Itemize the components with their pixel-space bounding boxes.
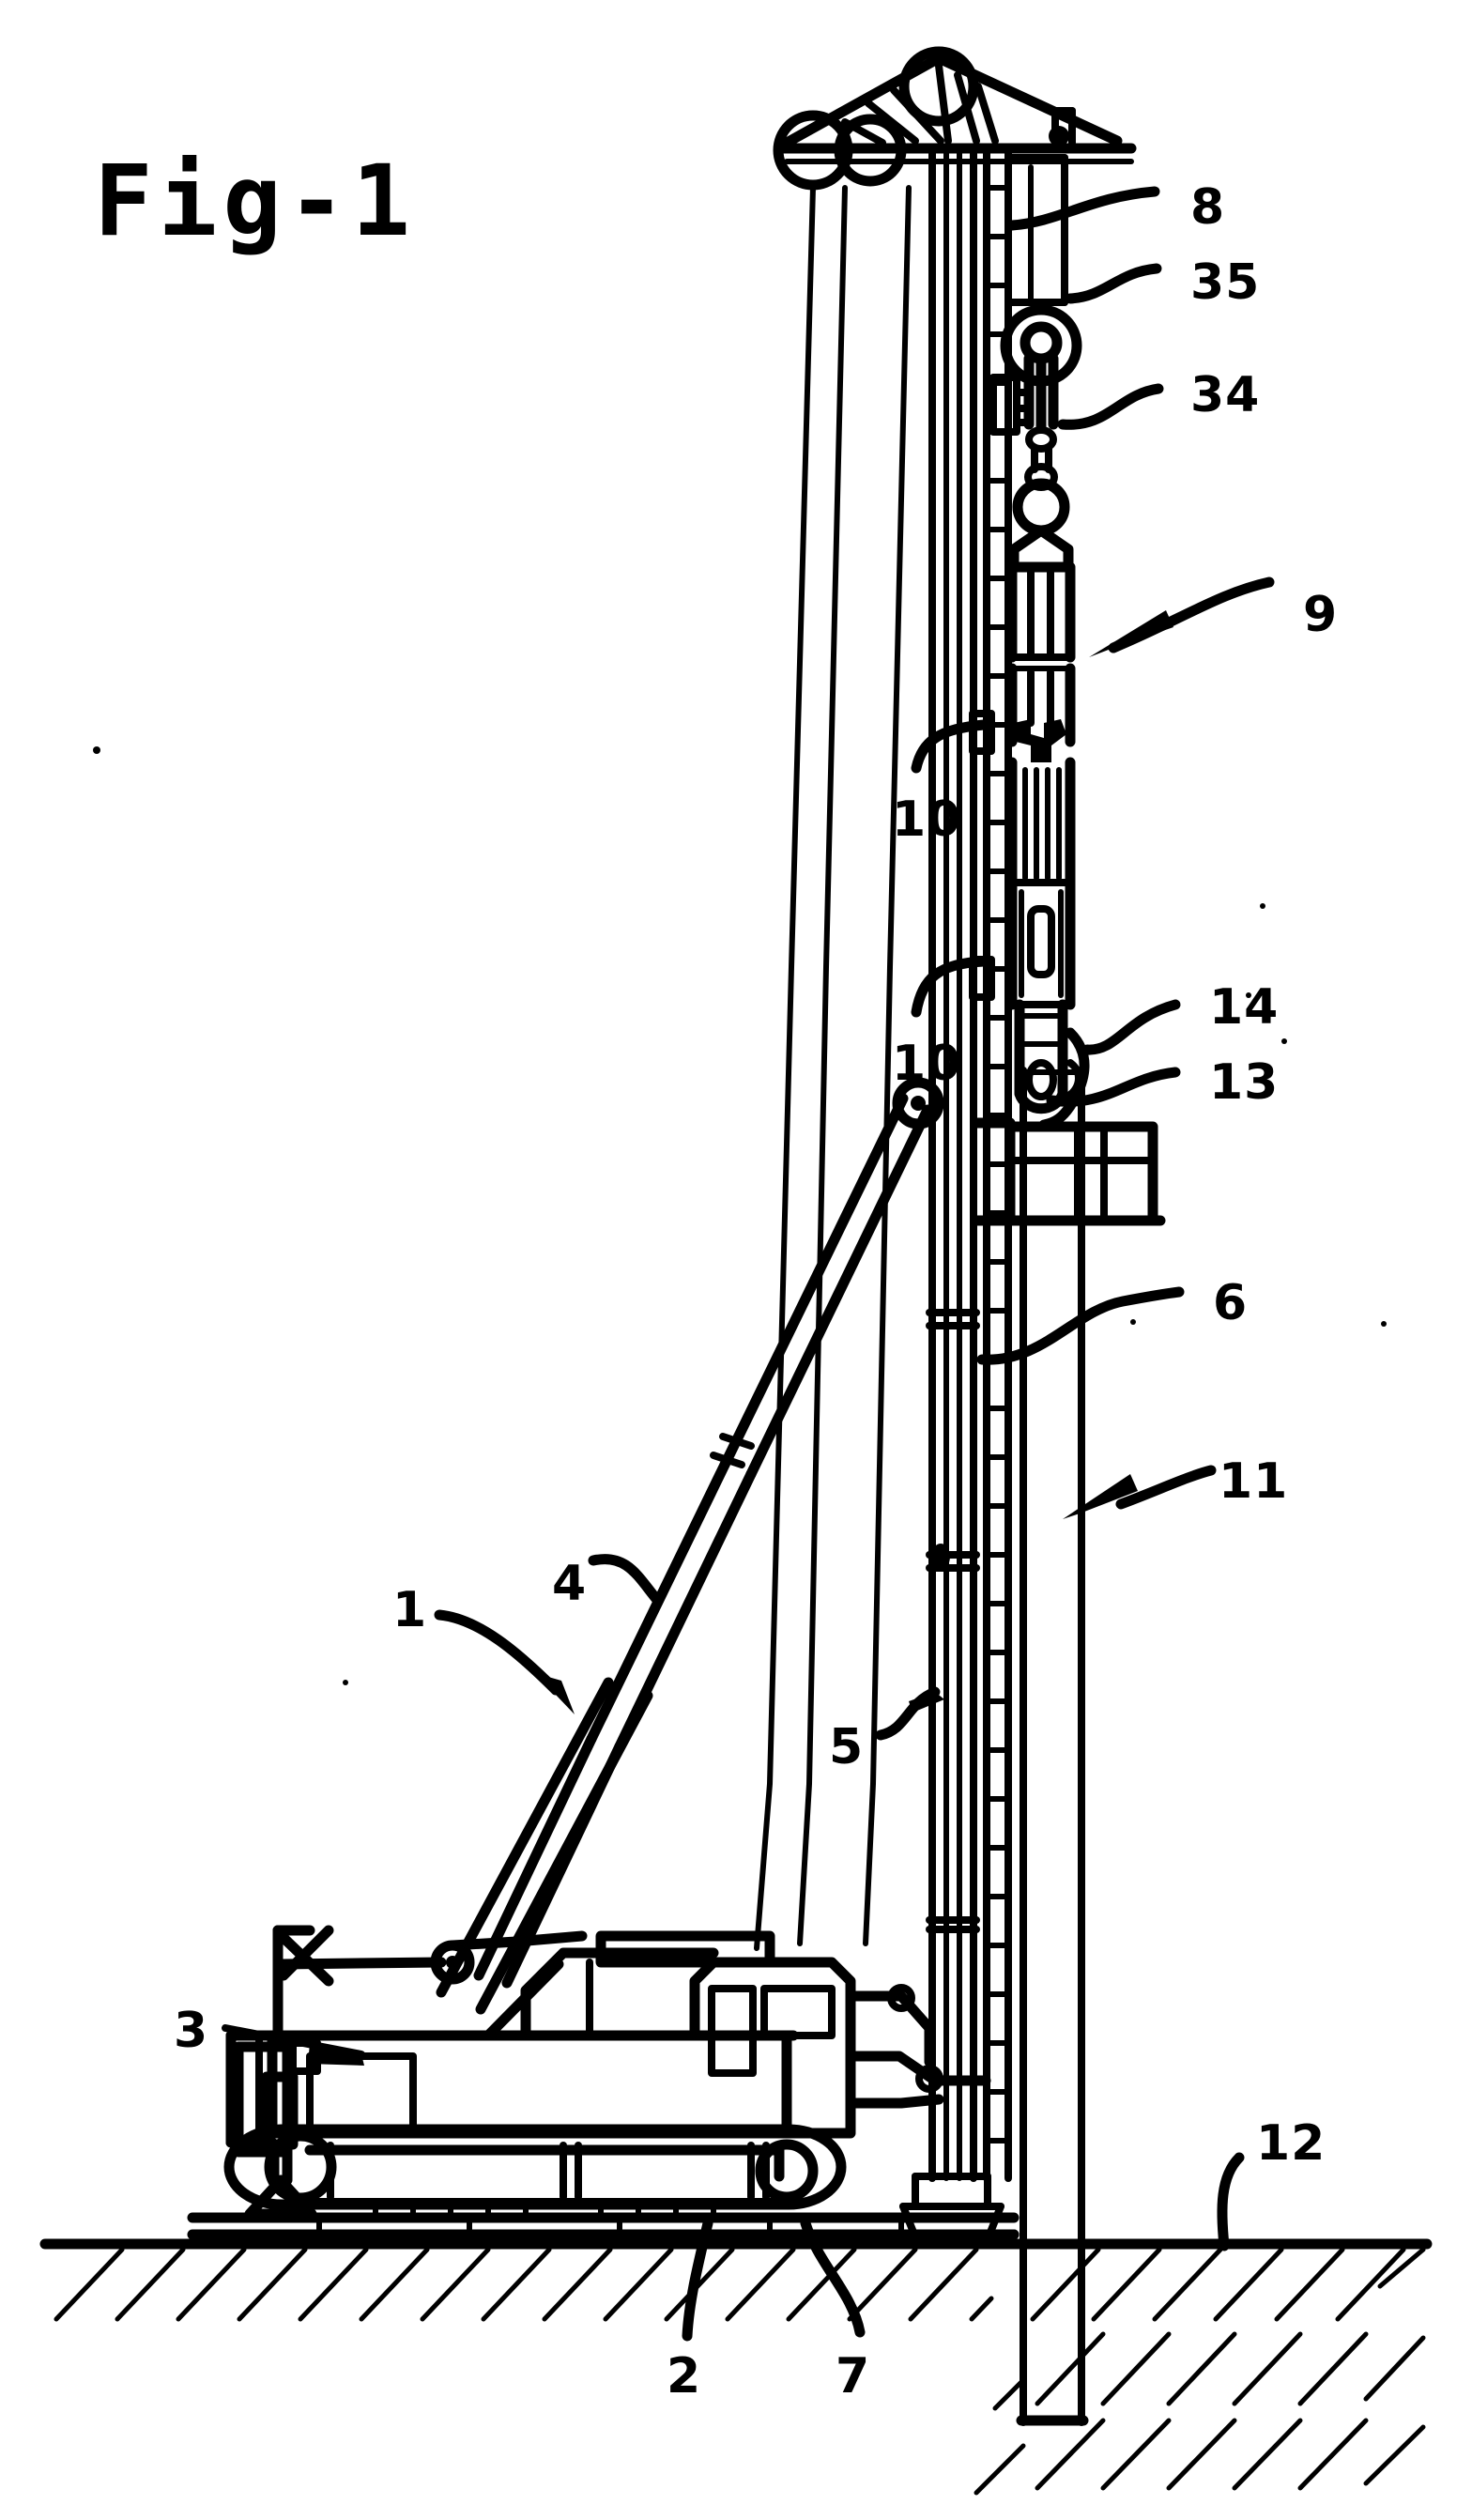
reference-label-6: 6 [1213,1275,1248,1331]
crawler-track [223,2124,847,2220]
leader-34 [1057,383,1164,430]
sheave-2 [834,114,907,187]
track-mat-base [187,2212,1020,2240]
leader-6 [976,1286,1185,1365]
rod-bead-1 [1025,426,1057,453]
lattice-mast [886,146,1020,2240]
leader-13 [1046,1067,1181,1107]
machine-side-panel [306,2052,417,2133]
outrigger-ram [261,2071,299,2150]
tool-claw [1014,719,1066,762]
outrigger-box [233,2041,293,2158]
leader-12 [1217,2152,1245,2251]
leader-11 [1115,1465,1217,1510]
reference-label-2: 2 [667,2348,701,2405]
reference-label-8: 8 [1190,179,1225,236]
leader-14 [1081,999,1181,1055]
reference-leaders: 8 35 34 9 10 10 14 13 6 11 5 [174,179,1338,2405]
mast-section-joints [926,1309,980,1933]
upper-guide-bracket [1004,154,1068,306]
strut-pivot-upper [892,1077,944,1129]
rear-pin-b [915,2065,943,2093]
base-machine [225,1925,991,2148]
arrowhead-5 [909,1692,944,1713]
hoist-cables [754,185,912,1951]
reference-label-13: 13 [1209,1054,1279,1111]
reference-label-34: 34 [1190,367,1260,423]
reference-label-10-lower: 10 [892,1036,961,1092]
sheave-3 [898,46,979,127]
bit-eye [1025,1059,1057,1100]
guide-block-upper [969,710,995,755]
reference-label-5: 5 [829,1719,864,1775]
leader-10-upper [911,719,989,774]
leader-1 [434,1609,561,1696]
reference-label-1: 1 [392,1582,427,1638]
reference-label-12: 12 [1256,2115,1326,2172]
figure-title: Fig-1 [94,144,416,258]
track-idler-rear [755,2139,819,2203]
reference-label-7: 7 [836,2348,870,2405]
strut-pivot-pin [911,1096,926,1111]
leader-7 [800,2218,866,2338]
leader-4 [588,1554,663,1606]
crown-pin [1049,126,1069,146]
crown-block [773,46,1137,191]
reference-label-4: 4 [552,1556,587,1612]
leader-8 [1006,186,1160,231]
drill-tool-body [1006,525,1076,1114]
arrowhead-1 [535,1673,575,1714]
outrigger-cylinder [233,2039,321,2220]
leader-35 [1065,263,1162,304]
arrowhead-3 [308,2043,364,2066]
tool-window [1027,905,1055,978]
reference-label-35: 35 [1190,254,1260,311]
reference-label-11: 11 [1219,1453,1288,1510]
ground-hatching [54,2247,1426,2496]
reference-label-10-upper: 10 [892,791,961,848]
cab-front-window [760,1985,836,2039]
arrowhead-11 [1063,1474,1138,1519]
leader-10-lower [911,956,989,1018]
leader-2 [682,2218,713,2342]
boom-foot-pin [446,1956,459,1969]
mast-rail-node [931,1544,950,1570]
reference-label-9: 9 [1303,587,1338,643]
mast-foot [886,2173,1020,2240]
ground-section [39,2238,1433,2496]
reference-label-14: 14 [1209,979,1279,1036]
mast-rung-guide-upper [969,710,995,755]
collar-box [971,1117,1166,1226]
casing-tube [1016,1067,1089,2426]
reference-label-3: 3 [174,2003,208,2059]
arrowhead-9 [1089,610,1173,657]
rear-pin-a [887,1984,915,2012]
scan-speckles [93,746,1387,1685]
cab-door-window [708,1985,757,2077]
